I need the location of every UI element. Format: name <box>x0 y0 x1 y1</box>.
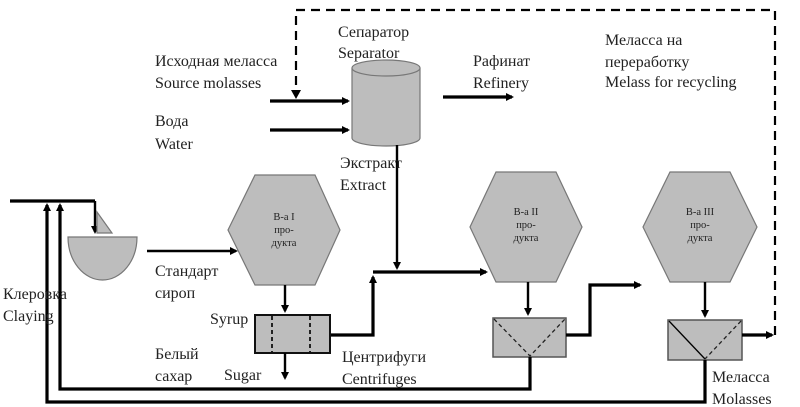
recycle-arrowhead <box>291 90 301 99</box>
centrifuges-label-en: Centrifuges <box>342 371 417 388</box>
separator-label-en: Separator <box>338 45 400 62</box>
source-molasses-label-en: Source molasses <box>155 75 261 92</box>
pan-3-label-3: дукта <box>688 233 713 244</box>
pan-3-label-1: В-а III <box>686 207 715 218</box>
centrifuge-2-outlet <box>566 281 642 337</box>
white-sugar-label-2: сахар <box>155 368 192 385</box>
molasses-label-en: Molasses <box>712 391 772 407</box>
recycling-label-2: переработку <box>605 54 689 71</box>
mixer-bowl <box>67 236 138 281</box>
extract-label-en: Extract <box>340 177 387 194</box>
syrup-label: Syrup <box>210 311 248 328</box>
pan-2-label-1: В-а II <box>514 207 539 218</box>
centrifuge-1-outlet <box>330 275 377 337</box>
recycle-dashed-line <box>294 8 777 335</box>
source-molasses-label-ru: Исходная меласса <box>155 53 277 70</box>
molasses-label-ru: Меласса <box>712 369 770 386</box>
vacuum-pan-3 <box>642 171 758 283</box>
claying-label-ru: Клеровка <box>3 286 67 303</box>
water-label-en: Water <box>155 136 193 153</box>
pan-2-label-2: про- <box>516 220 536 231</box>
pan-2-label-3: дукта <box>514 233 539 244</box>
centrifuges-label-ru: Центрифуги <box>342 349 427 366</box>
pan-1-label-1: В-а I <box>273 212 295 223</box>
white-sugar-label-1: Белый <box>155 346 199 363</box>
pan-1-label-2: про- <box>274 225 294 236</box>
return-line-3 <box>43 203 707 404</box>
water-label-ru: Вода <box>155 113 188 130</box>
pan-1-label-3: дукта <box>272 238 297 249</box>
extract-label-ru: Экстракт <box>340 155 402 172</box>
pan-3-label-2: про- <box>690 220 710 231</box>
refinery-label-en: Refinery <box>473 75 529 92</box>
claying-label-en: Claying <box>3 308 54 325</box>
standard-syrup-label-2: сироп <box>155 285 196 302</box>
vacuum-pan-1 <box>227 174 341 286</box>
mixer-blade-icon <box>96 210 114 234</box>
centrifuge-3 <box>667 319 743 361</box>
recycling-label-1: Меласса на <box>605 32 682 49</box>
refinery-label-ru: Рафинат <box>473 53 530 70</box>
return-line-2 <box>56 203 532 391</box>
centrifuge-1 <box>254 314 331 354</box>
separator-label-ru: Сепаратор <box>338 24 409 41</box>
sugar-label: Sugar <box>224 367 262 384</box>
vacuum-pan-2 <box>469 171 583 283</box>
separator-cylinder <box>351 59 421 147</box>
recycling-label-3: Melass for recycling <box>605 74 737 91</box>
centrifuge-2 <box>492 317 567 358</box>
standard-syrup-label-1: Стандарт <box>155 263 218 280</box>
